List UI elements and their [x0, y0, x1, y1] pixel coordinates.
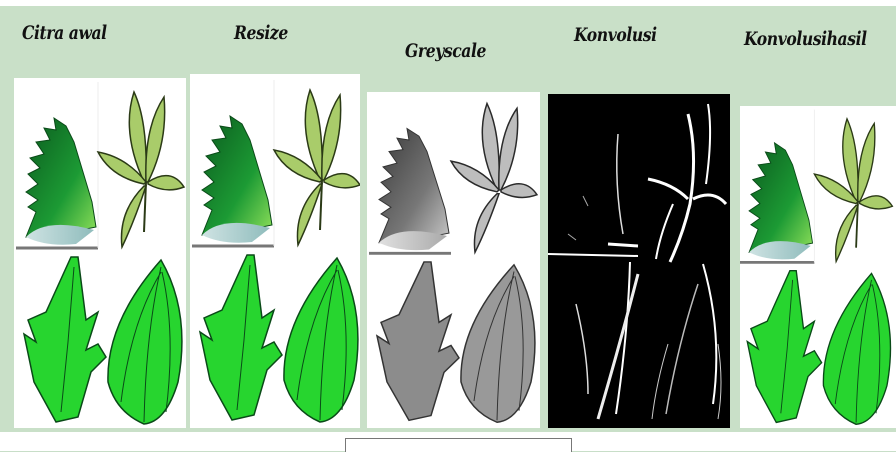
panel-konvolusi	[548, 94, 730, 428]
bottom-caption-box	[345, 438, 572, 452]
title-konvolusi-hasil: Konvolusihasil	[744, 28, 867, 50]
panel-citra-awal	[14, 78, 186, 428]
panel-greyscale	[367, 92, 540, 428]
panel-konvolusi-hasil	[740, 106, 896, 428]
title-citra-awal: Citra awal	[22, 22, 107, 44]
top-strip	[0, 0, 896, 6]
panel-resize	[190, 74, 360, 428]
title-konvolusi: Konvolusi	[574, 24, 657, 46]
title-resize: Resize	[234, 22, 288, 44]
title-greyscale: Greyscale	[405, 40, 486, 62]
